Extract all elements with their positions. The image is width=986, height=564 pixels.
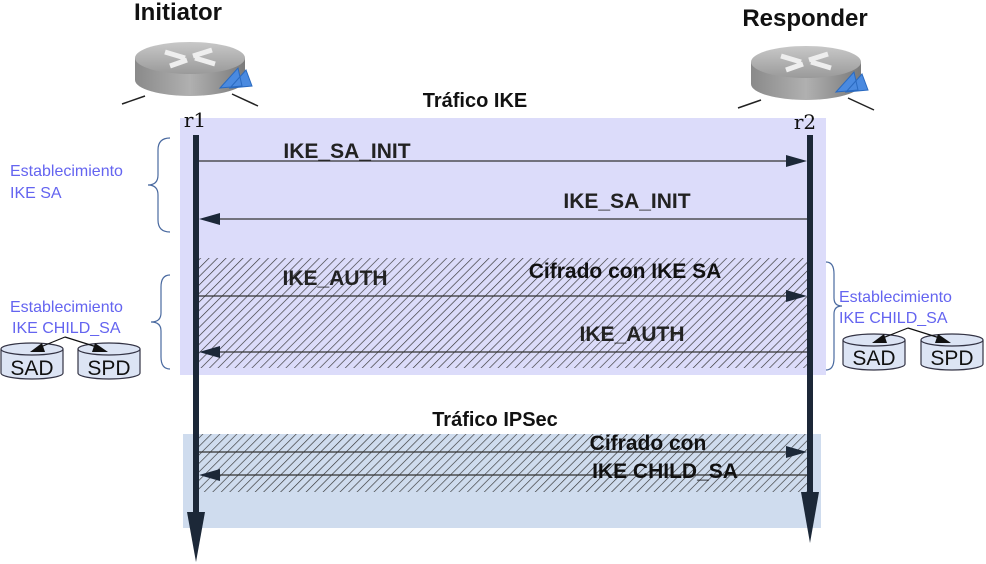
message-ike-sa-init-request: IKE_SA_INIT	[199, 140, 807, 167]
message-label: IKE_SA_INIT	[283, 140, 410, 163]
left-databases: SAD SPD	[0, 336, 141, 380]
ike-sa-annotation-line2: IKE SA	[10, 185, 62, 202]
ipsec-traffic-title: Tráfico IPSec	[432, 409, 558, 431]
spd-label: SPD	[930, 347, 973, 370]
r2-lifeline-arrowhead	[801, 492, 819, 543]
message-label: IKE_AUTH	[579, 323, 684, 346]
r1-lifeline-arrowhead	[187, 512, 205, 562]
child-sa-right-annotation-line1: Establecimiento	[839, 289, 952, 306]
message-label: IKE_AUTH	[282, 267, 387, 290]
child-sa-left-brace	[150, 274, 171, 370]
right-databases: SAD SPD	[842, 327, 984, 371]
child-sa-right-annotation-line2: IKE CHILD_SA	[839, 310, 948, 327]
router-r1-icon	[122, 42, 258, 106]
ipsec-encrypted-region	[198, 434, 808, 492]
ike-auth-encrypted-region	[198, 258, 808, 368]
responder-title: Responder	[742, 5, 867, 32]
ike-sa-brace	[147, 137, 171, 233]
spd-label: SPD	[87, 357, 130, 380]
ike-encrypted-label: Cifrado con IKE SA	[529, 260, 722, 283]
child-sa-left-annotation-line2: IKE CHILD_SA	[12, 320, 121, 337]
ipsec-encrypted-label-line1: Cifrado con	[590, 432, 707, 455]
message-ike-auth-request: IKE_AUTH	[199, 267, 807, 302]
ipsec-traffic-response	[199, 469, 807, 481]
child-sa-left-annotation-line1: Establecimiento	[10, 299, 123, 316]
initiator-title: Initiator	[134, 0, 222, 26]
message-ike-sa-init-response: IKE_SA_INIT	[199, 190, 807, 225]
sad-label: SAD	[852, 347, 895, 370]
r2-label: r2	[794, 110, 816, 134]
child-sa-right-brace	[825, 261, 843, 371]
router-r2-icon	[738, 46, 874, 110]
message-label: IKE_SA_INIT	[563, 190, 690, 213]
ipsec-encrypted-label-line2: IKE CHILD_SA	[592, 460, 738, 483]
r1-label: r1	[184, 108, 206, 132]
ike-sa-annotation-line1: Establecimiento	[10, 163, 123, 180]
ipsec-traffic-request	[199, 446, 807, 458]
message-ike-auth-response: IKE_AUTH	[199, 323, 807, 358]
sad-label: SAD	[10, 357, 53, 380]
ike-traffic-title: Tráfico IKE	[423, 90, 527, 112]
